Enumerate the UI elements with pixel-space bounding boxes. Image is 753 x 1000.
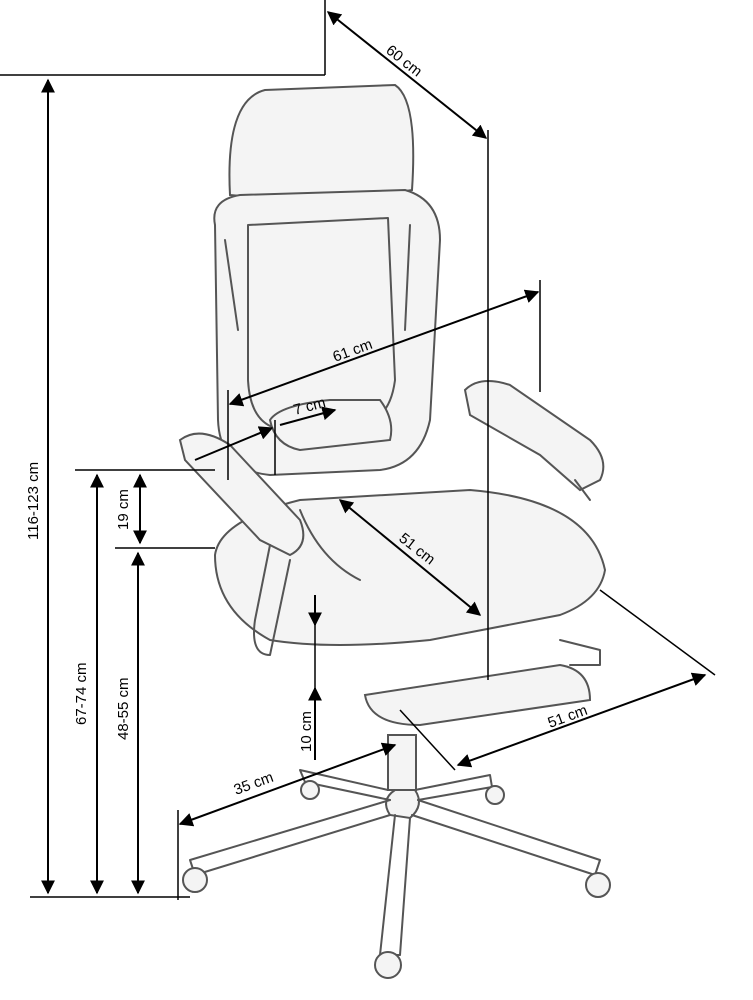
dimension-lines [0, 0, 716, 900]
label-armrest-height: 19 cm [115, 489, 132, 530]
label-armrest-floor-height: 67-74 cm [73, 662, 90, 725]
label-base-radius: 35 cm [232, 769, 276, 799]
chair-drawing [178, 83, 611, 979]
label-gas-lift: 10 cm [298, 711, 315, 752]
label-seat-height: 48-55 cm [115, 677, 132, 740]
label-total-height: 116-123 cm [25, 462, 42, 540]
